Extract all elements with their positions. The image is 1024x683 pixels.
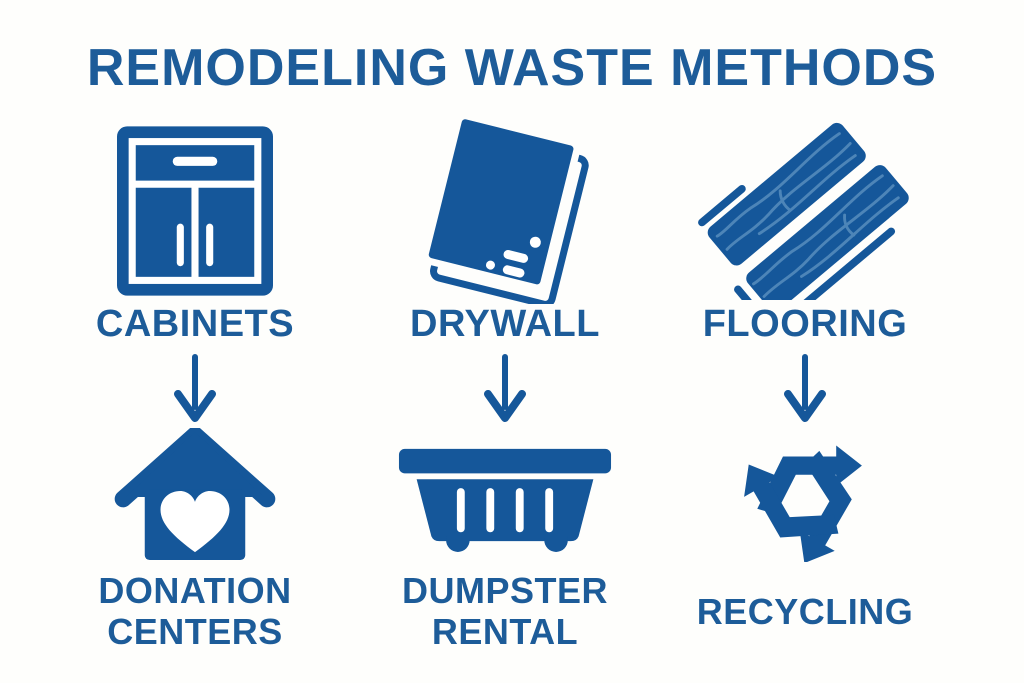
label-line: CENTERS [107,611,283,652]
recycling-arrows-icon [735,426,875,564]
down-arrow-icon [783,348,827,426]
dumpster-icon [397,426,613,564]
cabinet-icon [117,122,273,300]
down-arrow-icon [173,348,217,426]
column-flooring: FLOORING [685,122,925,652]
down-arrow-icon [483,348,527,426]
drywall-sheet-icon [414,118,596,304]
label-line: DUMPSTER [401,570,608,612]
label-flooring: FLOORING [702,302,908,345]
label-line: DONATION [98,570,292,612]
page-title: REMODELING WASTE METHODS [86,39,938,97]
label-donation-centers: DONATION CENTERS [98,570,292,652]
column-cabinets: CABINETS DONATION CENTERS [75,122,315,652]
label-line: RECYCLING [696,590,914,632]
label-recycling: RECYCLING [697,572,914,652]
label-line: RENTAL [431,611,579,652]
label-cabinets: CABINETS [95,302,295,345]
column-drywall: DRYWALL DUMPSTER RENTAL [385,118,625,652]
donation-house-heart-icon [111,426,279,564]
flooring-planks-icon [689,122,921,300]
label-dumpster-rental: DUMPSTER RENTAL [401,570,608,652]
label-drywall: DRYWALL [410,302,600,345]
